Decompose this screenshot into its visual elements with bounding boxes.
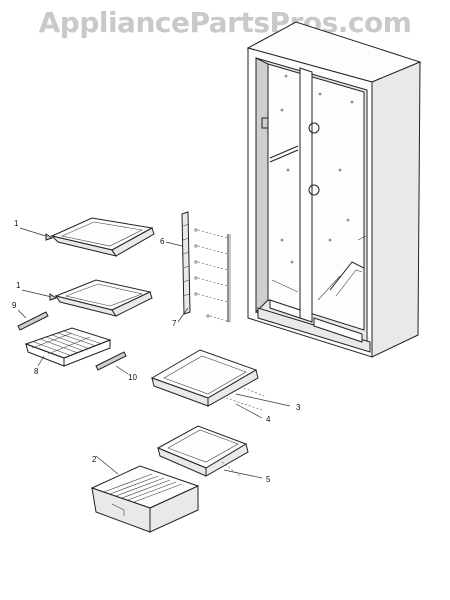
callout-5: 5 <box>266 475 271 484</box>
shelf-middle <box>54 279 153 317</box>
crisper-drawer <box>90 465 200 533</box>
support-rod <box>194 228 231 323</box>
end-cap-left <box>17 311 49 331</box>
callout-10: 10 <box>128 373 137 382</box>
shelf-ladder-rail <box>181 211 191 315</box>
glass-shelf <box>150 349 265 411</box>
callout-8: 8 <box>34 367 39 376</box>
callout-1-upper: 1 <box>14 219 19 228</box>
callout-9: 9 <box>12 301 17 310</box>
end-cap-right <box>95 351 127 371</box>
callout-labels: 1 1 2 3 4 5 6 7 8 9 10 <box>12 219 301 484</box>
wire-rack <box>24 327 112 367</box>
callout-7: 7 <box>172 319 177 328</box>
shelf-upper <box>50 217 155 257</box>
watermark-text: AppliancePartsPros.com <box>38 6 412 39</box>
crisper-cover <box>156 425 249 477</box>
callout-3: 3 <box>296 403 301 412</box>
refrigerator-cabinet <box>246 21 422 358</box>
callout-2: 2 <box>92 455 97 464</box>
leader-lines <box>17 227 291 479</box>
callout-4: 4 <box>266 415 271 424</box>
callout-6: 6 <box>160 237 165 246</box>
callout-1-lower: 1 <box>16 281 21 290</box>
